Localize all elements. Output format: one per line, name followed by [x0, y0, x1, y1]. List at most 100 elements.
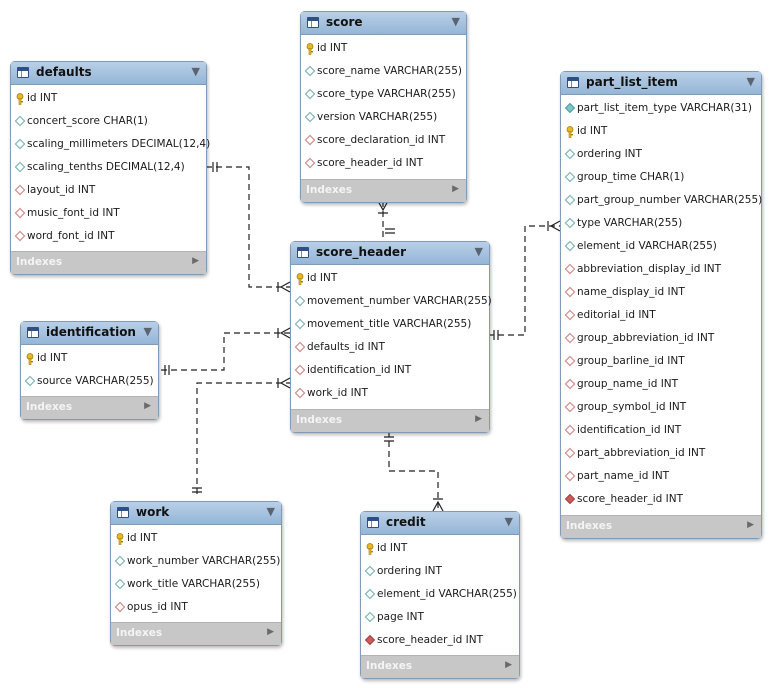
table-column[interactable]: score_header_id INT [361, 629, 519, 652]
table-header[interactable]: score_header▼ [291, 242, 489, 265]
table-column[interactable]: part_abbreviation_id INT [561, 442, 761, 465]
table-column[interactable]: element_id VARCHAR(255) [361, 583, 519, 606]
table-column[interactable]: part_group_number VARCHAR(255) [561, 189, 762, 212]
table-column[interactable]: opus_id INT [111, 596, 281, 619]
table-icon [27, 327, 39, 338]
table-column[interactable]: movement_number VARCHAR(255) [291, 290, 492, 313]
column-icon [564, 171, 576, 183]
indexes-section[interactable]: Indexes ▶ [561, 515, 761, 538]
table-column[interactable]: part_list_item_type VARCHAR(31) [561, 97, 761, 120]
table-column[interactable]: page INT [361, 606, 519, 629]
table-column[interactable]: group_name_id INT [561, 373, 761, 396]
table-column[interactable]: group_barline_id INT [561, 350, 761, 373]
column-label: part_name_id INT [577, 470, 670, 482]
column-label: version VARCHAR(255) [317, 111, 438, 123]
expand-arrow-icon[interactable]: ▶ [505, 660, 512, 670]
indexes-section[interactable]: Indexes▶ [21, 396, 158, 419]
one-mark [384, 436, 394, 442]
table-column[interactable]: concert_score CHAR(1) [11, 110, 206, 133]
table-column[interactable]: layout_id INT [11, 179, 206, 202]
column-label: movement_title VARCHAR(255) [307, 318, 472, 330]
table-identification[interactable]: identification▼ id INT source VARCHAR(255)… [20, 321, 159, 420]
table-column[interactable]: id INT [301, 37, 466, 60]
column-icon [24, 375, 36, 387]
expand-arrow-icon[interactable]: ▶ [475, 414, 482, 424]
table-column[interactable]: word_font_id INT [11, 225, 206, 248]
expand-arrow-icon[interactable]: ▶ [747, 520, 754, 530]
table-column[interactable]: element_id VARCHAR(255) [561, 235, 761, 258]
collapse-arrow-icon[interactable]: ▼ [474, 245, 483, 258]
indexes-label: Indexes [566, 520, 613, 532]
table-column[interactable]: identification_id INT [291, 359, 489, 382]
table-column[interactable]: editorial_id INT [561, 304, 761, 327]
table-header[interactable]: score▼ [301, 12, 466, 35]
table-column[interactable]: score_type VARCHAR(255) [301, 83, 466, 106]
table-column[interactable]: id INT [361, 537, 519, 560]
collapse-arrow-icon[interactable]: ▼ [746, 75, 755, 88]
table-column[interactable]: music_font_id INT [11, 202, 206, 225]
table-column[interactable]: identification_id INT [561, 419, 761, 442]
table-column[interactable]: movement_title VARCHAR(255) [291, 313, 489, 336]
table-icon [367, 517, 379, 528]
table-column[interactable]: score_header_id INT [301, 152, 466, 175]
indexes-section[interactable]: Indexes ▶ [11, 251, 206, 274]
table-header[interactable]: part_list_item▼ [561, 72, 761, 95]
indexes-section[interactable]: Indexes▶ [111, 622, 281, 645]
table-column[interactable]: id INT [561, 120, 761, 143]
table-column[interactable]: version VARCHAR(255) [301, 106, 466, 129]
table-column[interactable]: name_display_id INT [561, 281, 761, 304]
table-column[interactable]: id INT [21, 347, 158, 370]
collapse-arrow-icon[interactable]: ▼ [266, 505, 275, 518]
indexes-section[interactable]: Indexes▶ [301, 179, 466, 202]
expand-arrow-icon[interactable]: ▶ [452, 184, 459, 194]
table-header[interactable]: identification▼ [21, 322, 158, 345]
expand-arrow-icon[interactable]: ▶ [192, 256, 199, 266]
table-header[interactable]: work▼ [111, 502, 281, 525]
table-score-header[interactable]: score_header▼id INT movement_number VARCH… [290, 241, 492, 433]
table-column[interactable]: score_declaration_id INT [301, 129, 466, 152]
collapse-arrow-icon[interactable]: ▼ [143, 325, 152, 338]
table-column[interactable]: group_time CHAR(1) [561, 166, 761, 189]
table-column[interactable]: part_name_id INT [561, 465, 761, 488]
foreign-key-icon [564, 470, 576, 482]
collapse-arrow-icon[interactable]: ▼ [191, 65, 200, 78]
table-column[interactable]: work_title VARCHAR(255) [111, 573, 281, 596]
table-column[interactable]: ordering INT [361, 560, 519, 583]
table-column[interactable]: group_abbreviation_id INT [561, 327, 761, 350]
column-label: id INT [307, 272, 338, 284]
table-column[interactable]: abbreviation_display_id INT [561, 258, 761, 281]
table-part-list-item[interactable]: part_list_item▼part_list_item_type VARCH… [560, 71, 762, 539]
table-column[interactable]: source VARCHAR(255) [21, 370, 158, 393]
table-column[interactable]: id INT [11, 87, 206, 110]
expand-arrow-icon[interactable]: ▶ [144, 401, 151, 411]
table-column[interactable]: scaling_tenths DECIMAL(12,4) [11, 156, 206, 179]
table-column[interactable]: score_header_id INT [561, 488, 761, 511]
table-header[interactable]: defaults▼ [11, 62, 206, 85]
table-column[interactable]: defaults_id INT [291, 336, 489, 359]
indexes-section[interactable]: Indexes▶ [361, 655, 519, 678]
one-mark [192, 487, 202, 493]
table-column[interactable]: id INT [291, 267, 489, 290]
table-column[interactable]: type VARCHAR(255) [561, 212, 761, 235]
expand-arrow-icon[interactable]: ▶ [267, 627, 274, 637]
primary-key-icon [15, 93, 25, 105]
table-header[interactable]: credit▼ [361, 512, 519, 535]
table-column[interactable]: group_symbol_id INT [561, 396, 761, 419]
collapse-arrow-icon[interactable]: ▼ [451, 15, 460, 28]
column-label: id INT [37, 352, 68, 364]
collapse-arrow-icon[interactable]: ▼ [504, 515, 513, 528]
table-column[interactable]: ordering INT [561, 143, 761, 166]
indexes-section[interactable]: Indexes▶ [291, 409, 489, 432]
table-column[interactable]: id INT [111, 527, 281, 550]
foreign-key-icon [564, 355, 576, 367]
table-column[interactable]: work_number VARCHAR(255) [111, 550, 281, 573]
indexes-label: Indexes [16, 256, 63, 268]
table-column[interactable]: score_name VARCHAR(255) [301, 60, 466, 83]
table-column[interactable]: work_id INT [291, 382, 489, 405]
table-column[interactable]: scaling_millimeters DECIMAL(12,4) [11, 133, 210, 156]
